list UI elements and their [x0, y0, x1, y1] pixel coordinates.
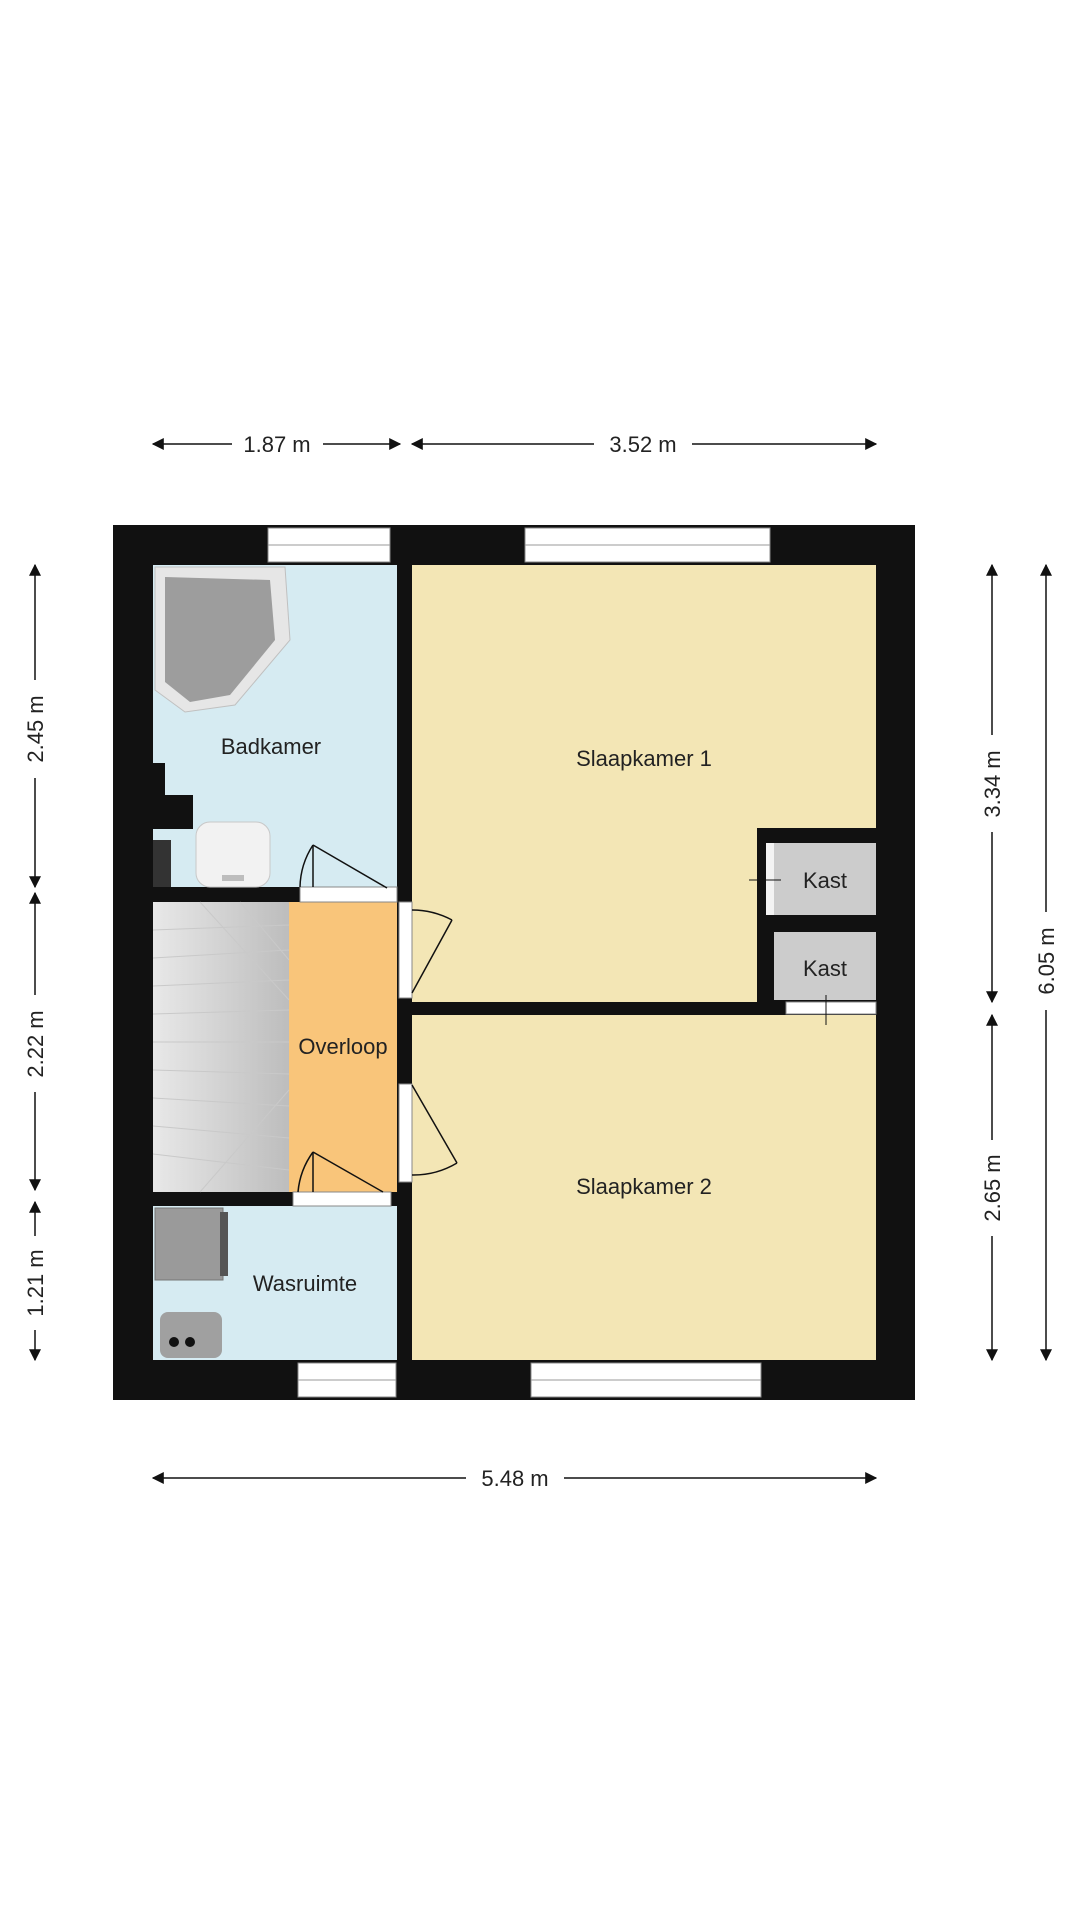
room-slaapkamer-2	[412, 1015, 876, 1360]
door-swing-icon	[297, 844, 458, 1193]
dim-bottom-total: 5.48 m	[481, 1466, 548, 1491]
room-stairs	[153, 902, 289, 1192]
sink-icon	[153, 763, 193, 887]
toilet-icon	[195, 821, 271, 888]
door-opening-wasruimte	[292, 1191, 392, 1207]
dim-top-right: 3.52 m	[609, 432, 676, 457]
door-opening-badkamer	[299, 886, 398, 903]
door-opening-slaapkamer-1	[398, 901, 413, 999]
corner-bathtub-icon	[154, 566, 291, 713]
door-opening-slaapkamer-2	[398, 1083, 413, 1183]
closet-2	[774, 932, 876, 1000]
washing-machine-icon	[154, 1207, 228, 1358]
closet-1	[774, 843, 876, 915]
label-wasruimte: Wasruimte	[253, 1271, 357, 1296]
label-kast-1: Kast	[803, 868, 847, 893]
dim-right-2: 2.65 m	[980, 1154, 1005, 1221]
dim-top-left: 1.87 m	[243, 432, 310, 457]
label-kast-2: Kast	[803, 956, 847, 981]
room-overloop	[289, 902, 397, 1192]
dim-left-3: 1.21 m	[23, 1249, 48, 1316]
dim-right-total: 6.05 m	[1034, 927, 1059, 994]
label-badkamer: Badkamer	[221, 734, 321, 759]
label-overloop: Overloop	[298, 1034, 387, 1059]
label-slaapkamer-1: Slaapkamer 1	[576, 746, 712, 771]
label-slaapkamer-2: Slaapkamer 2	[576, 1174, 712, 1199]
staircase-icon	[152, 901, 290, 1193]
dim-left-1: 2.45 m	[23, 695, 48, 762]
dim-left-2: 2.22 m	[23, 1010, 48, 1077]
closet-strip	[766, 843, 774, 915]
dim-right-1: 3.34 m	[980, 750, 1005, 817]
